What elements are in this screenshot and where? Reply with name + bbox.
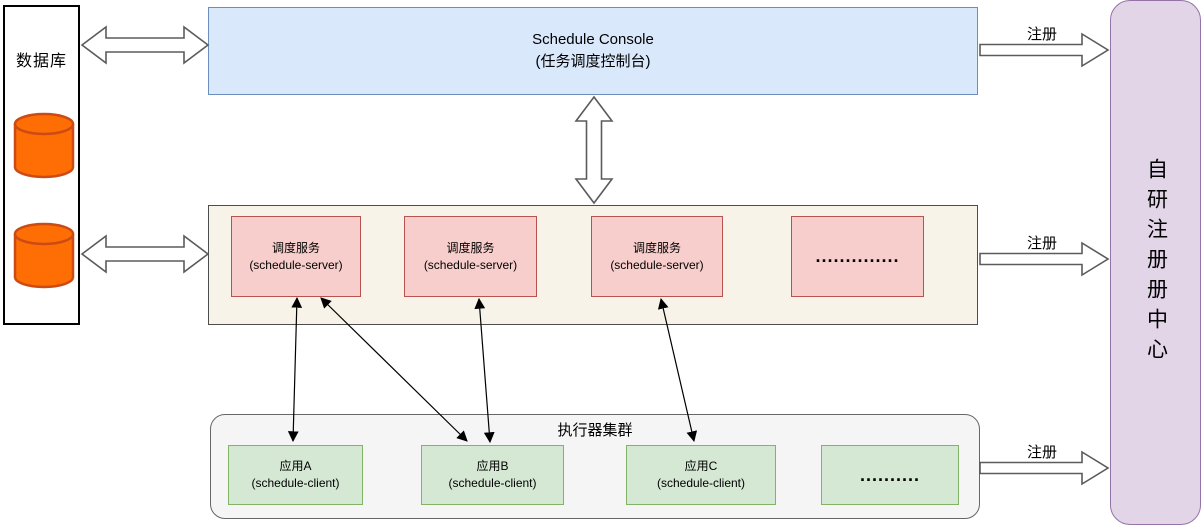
- node-subtitle: (schedule-server): [249, 257, 343, 272]
- database-box: 数据库: [3, 5, 80, 325]
- schedule-server-node-1: 调度服务 (schedule-server): [231, 216, 361, 297]
- node-title: 调度服务: [271, 240, 320, 255]
- console-server-double-arrow: [574, 95, 614, 205]
- schedule-console-box: Schedule Console (任务调度控制台): [208, 7, 978, 95]
- schedule-client-node-b: 应用B (schedule-client): [421, 445, 564, 505]
- node-subtitle: (schedule-server): [610, 257, 704, 272]
- console-subtitle: (任务调度控制台): [535, 53, 651, 70]
- node-subtitle: (schedule-client): [251, 476, 340, 490]
- db-console-double-arrow: [80, 25, 210, 65]
- node-title: 调度服务: [446, 240, 495, 255]
- db-server-double-arrow: [80, 234, 210, 274]
- schedule-client-ellipsis-node: ..........: [821, 445, 959, 505]
- schedule-client-node-c: 应用C (schedule-client): [626, 445, 776, 505]
- ellipsis-text: ..............: [815, 246, 900, 266]
- database-cylinder-icon: [13, 222, 75, 289]
- registry-center-box: 自研注册册中心: [1110, 0, 1201, 525]
- server-cluster-panel: 调度服务 (schedule-server) 调度服务 (schedule-se…: [208, 205, 978, 325]
- executor-cluster-panel: 执行器集群 应用A (schedule-client) 应用B (schedul…: [210, 414, 980, 519]
- node-title: 应用A: [279, 459, 312, 473]
- database-label: 数据库: [15, 53, 67, 70]
- console-title: Schedule Console: [532, 31, 654, 48]
- schedule-client-node-a: 应用A (schedule-client): [228, 445, 363, 505]
- ellipsis-text: ..........: [859, 464, 920, 485]
- database-cylinder-icon: [13, 112, 75, 179]
- node-title: 应用B: [476, 459, 509, 473]
- node-title: 调度服务: [632, 240, 681, 255]
- node-subtitle: (schedule-client): [448, 476, 537, 490]
- executor-cluster-title: 执行器集群: [557, 422, 633, 439]
- node-subtitle: (schedule-server): [423, 257, 518, 272]
- register-label-bottom: 注册: [1026, 444, 1057, 461]
- register-label-top: 注册: [1026, 26, 1057, 43]
- schedule-server-node-2: 调度服务 (schedule-server): [404, 216, 537, 297]
- register-label-middle: 注册: [1026, 235, 1057, 252]
- node-title: 应用C: [684, 459, 718, 473]
- schedule-server-node-3: 调度服务 (schedule-server): [591, 216, 723, 297]
- registry-center-label: 自研注册册中心: [1144, 157, 1168, 368]
- schedule-server-ellipsis-node: ..............: [791, 216, 924, 297]
- node-subtitle: (schedule-client): [656, 476, 746, 490]
